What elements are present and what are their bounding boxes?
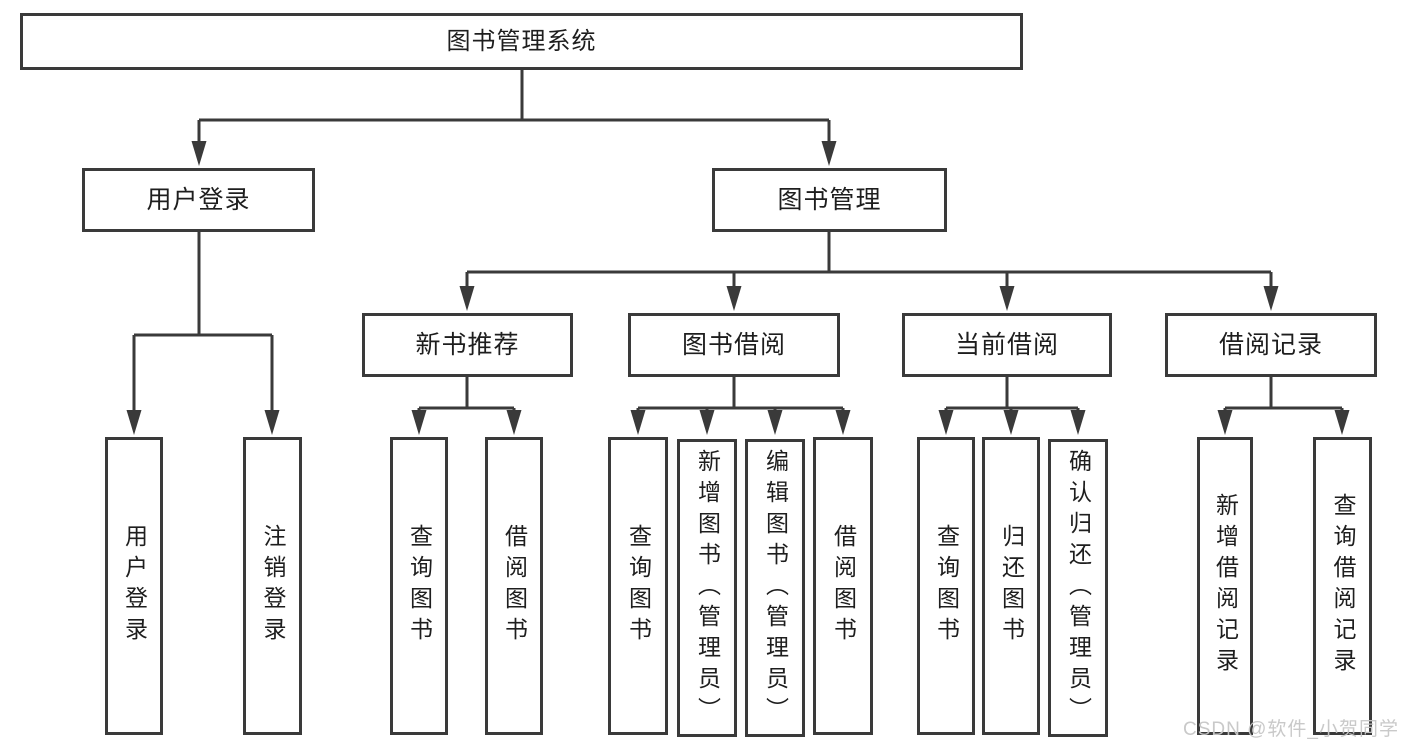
leaf-current-query-book: 查询图书 xyxy=(917,437,975,735)
leaf-borrow-query-book: 查询图书 xyxy=(608,437,668,735)
branch-user-login xyxy=(126,232,280,435)
branch-new-book xyxy=(411,377,522,435)
node-book-management: 图书管理 xyxy=(712,168,947,232)
node-current-borrow: 当前借阅 xyxy=(902,313,1112,377)
leaf-logout: 注销登录 xyxy=(243,437,302,735)
leaf-user-login: 用户登录 xyxy=(105,437,163,735)
leaf-current-return-book: 归还图书 xyxy=(982,437,1040,735)
branch-book-management xyxy=(459,232,1279,311)
node-user-login: 用户登录 xyxy=(82,168,315,232)
leaf-current-confirm-return-admin: 确认归还（管理员） xyxy=(1048,439,1108,737)
leaf-records-query-record: 查询借阅记录 xyxy=(1313,437,1372,735)
leaf-borrow-borrow-book: 借阅图书 xyxy=(813,437,873,735)
branch-borrow-records xyxy=(1217,377,1350,435)
leaf-borrow-edit-book-admin: 编辑图书（管理员） xyxy=(745,439,805,737)
leaf-borrow-add-book-admin: 新增图书（管理员） xyxy=(677,439,737,737)
node-borrow-records: 借阅记录 xyxy=(1165,313,1377,377)
branch-current-borrow xyxy=(938,377,1086,435)
branch-book-borrow xyxy=(630,377,851,435)
node-new-book-recommend: 新书推荐 xyxy=(362,313,573,377)
leaf-records-add-record: 新增借阅记录 xyxy=(1197,437,1253,735)
leaf-recommend-borrow-book: 借阅图书 xyxy=(485,437,543,735)
branch-root xyxy=(191,70,837,166)
node-book-borrow: 图书借阅 xyxy=(628,313,840,377)
csdn-watermark: CSDN @软件_小贺同学 xyxy=(1183,719,1399,740)
node-library-system: 图书管理系统 xyxy=(20,13,1023,70)
leaf-recommend-query-book: 查询图书 xyxy=(390,437,448,735)
